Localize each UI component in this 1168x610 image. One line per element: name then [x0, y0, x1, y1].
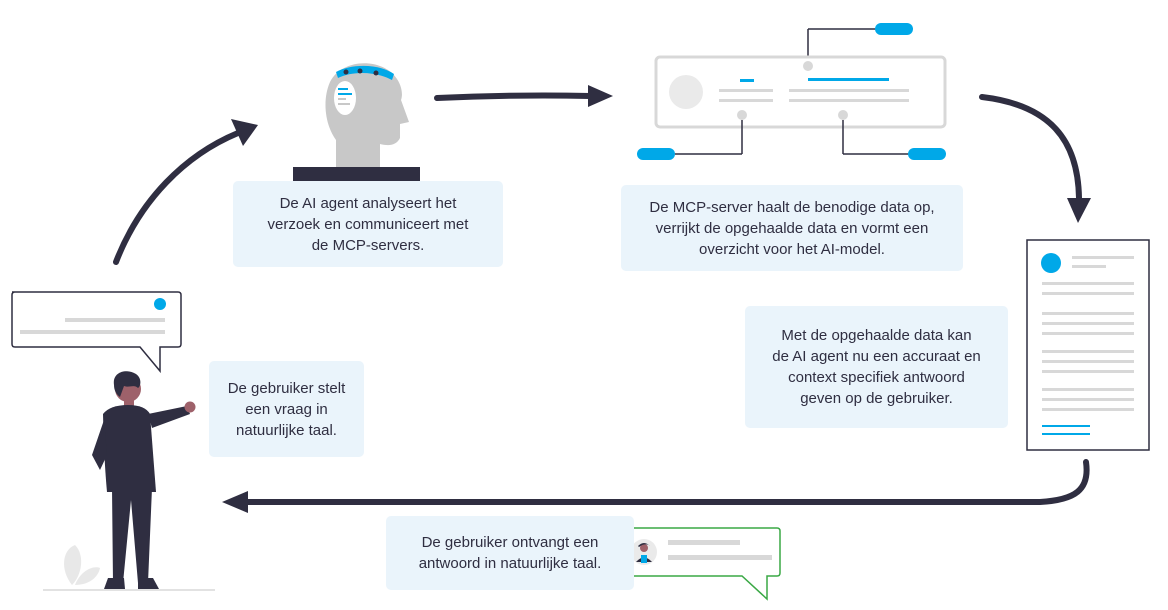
ai-head-illustration — [293, 63, 420, 181]
arrow-mcp-to-doc — [979, 94, 1082, 201]
arrow-user-to-agent — [113, 130, 241, 265]
person-illustration — [92, 371, 196, 589]
step-user-question: De gebruiker stelt een vraag in natuurli… — [209, 361, 364, 457]
step-user-receives: De gebruiker ontvangt een antwoord in na… — [386, 516, 634, 590]
arrow-agent-to-mcp — [434, 92, 593, 101]
document-illustration — [1026, 239, 1150, 451]
arrow-agent-to-mcp-head — [588, 85, 613, 107]
arrow-doc-to-user — [242, 459, 1090, 505]
step-agent-answer: Met de opgehaalde data kan de AI agent n… — [745, 306, 1008, 428]
reply-bubble — [618, 527, 781, 601]
user-speech-bubble — [11, 291, 182, 374]
mcp-server-illustration — [637, 23, 947, 160]
arrow-doc-to-user-head — [222, 491, 248, 513]
step-mcp-fetch: De MCP-server haalt de benodige data op,… — [621, 185, 963, 271]
arrow-mcp-to-doc-head — [1067, 198, 1091, 223]
arrow-user-to-agent-head — [231, 119, 258, 146]
step-agent-analyse: De AI agent analyseert het verzoek en co… — [233, 181, 503, 267]
plant-illustration — [64, 545, 100, 585]
